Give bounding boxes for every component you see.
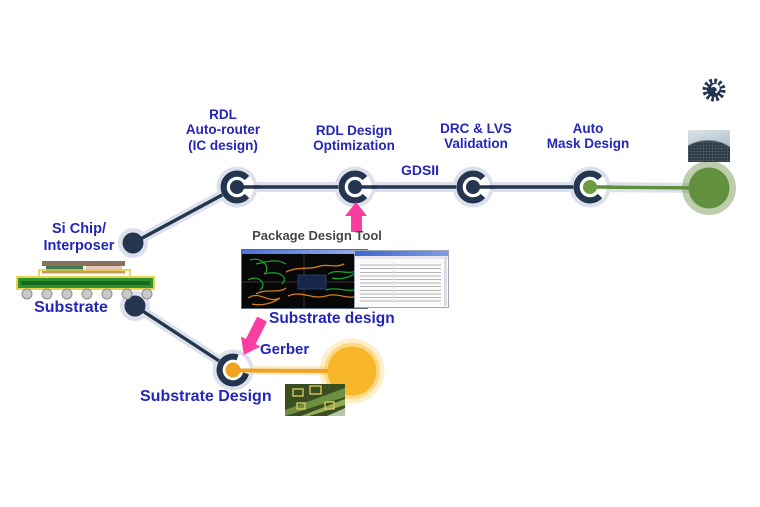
label-substrate-design-callout: Substrate design <box>269 310 395 328</box>
label-line: Package Design Tool <box>252 228 382 243</box>
report-window-menubar <box>355 256 448 259</box>
label-line: Si Chip/ <box>52 221 106 237</box>
report-window-titlebar <box>355 251 448 256</box>
label-line: Optimization <box>313 138 395 154</box>
label-line: Validation <box>444 136 508 152</box>
cad-report-window <box>354 250 449 308</box>
report-column-divider <box>393 262 394 303</box>
node-rdl-auto-router <box>220 170 259 204</box>
package-design-tool-screenshot <box>241 249 450 309</box>
pink-arrow-down-left <box>240 316 267 355</box>
label-auto-mask-design: Auto Mask Design <box>513 121 663 152</box>
report-text-lines <box>360 262 441 303</box>
label-rdl-design-optimization: RDL Design Optimization <box>279 123 429 154</box>
label-line: Substrate Design <box>140 388 272 405</box>
label-line: Substrate design <box>269 310 395 327</box>
substrate-pcb-photo <box>285 384 345 416</box>
label-line: RDL Design <box>315 123 393 138</box>
label-package-design-tool: Package Design Tool <box>241 228 393 244</box>
label-line: Interposer <box>43 237 115 254</box>
wafer-photo <box>688 130 730 162</box>
substrate-result-node <box>327 346 377 396</box>
gear-icon <box>702 78 726 102</box>
wafer-disc <box>688 140 730 162</box>
label-line: Gerber <box>260 341 310 358</box>
node-auto-mask-design <box>573 170 612 204</box>
substrate-junction-dot <box>124 295 146 317</box>
label-line: Auto-router <box>185 122 261 138</box>
label-substrate: Substrate <box>12 299 130 317</box>
node-drc-lvs-validation <box>456 170 495 204</box>
label-gdsii: GDSII <box>395 162 445 179</box>
label-line: Substrate <box>34 299 108 316</box>
cad-window-titlebar <box>242 250 367 254</box>
label-si-chip-interposer: Si Chip/ Interposer <box>11 221 147 254</box>
node-rdl-design-optimization <box>338 170 377 204</box>
label-line: Auto <box>572 121 604 136</box>
node-substrate-design <box>216 353 255 387</box>
label-line: DRC & LVS <box>440 121 512 136</box>
label-drc-lvs-validation: DRC & LVS Validation <box>401 121 551 152</box>
label-line: GDSII <box>400 162 440 178</box>
cad-layout-view <box>241 249 368 309</box>
label-line: (IC design) <box>188 137 258 153</box>
label-rdl-auto-router: RDL Auto-router (IC design) <box>148 107 298 153</box>
label-line: Mask Design <box>546 136 630 152</box>
chip-on-substrate-graphic <box>16 261 155 300</box>
si-chip-junction-dot <box>122 232 144 254</box>
label-gerber: Gerber <box>260 341 309 358</box>
report-scrollbar <box>444 257 447 306</box>
label-substrate-design-stage: Substrate Design <box>140 388 272 406</box>
label-line: RDL <box>209 107 237 122</box>
pink-arrow-up <box>345 202 367 232</box>
wafer-result-node <box>688 167 730 209</box>
